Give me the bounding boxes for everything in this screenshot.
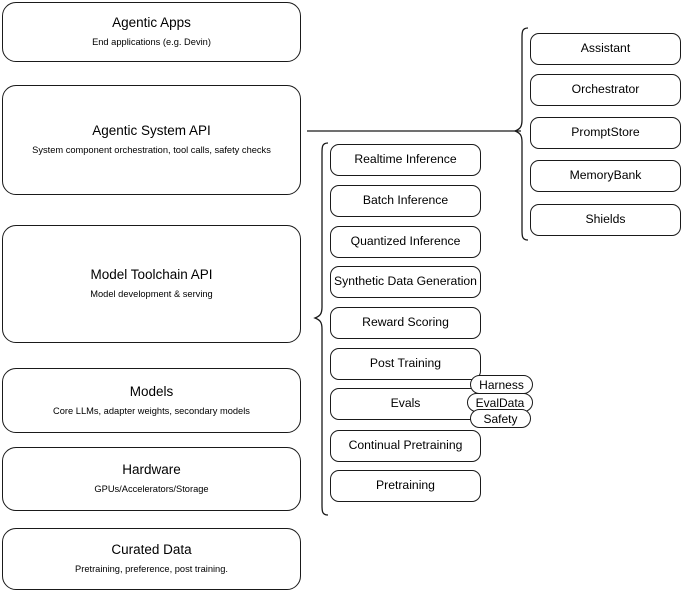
layer-subtitle: GPUs/Accelerators/Storage (94, 484, 209, 495)
agentic-system-item-label: Orchestrator (571, 82, 640, 97)
agentic-system-item-label: PromptStore (571, 125, 640, 140)
evals-subitem-label: Safety (483, 411, 518, 426)
layer-title: Curated Data (111, 542, 192, 558)
agentic-system-item-label: Shields (585, 212, 626, 227)
toolchain-item-continual-pretraining[interactable]: Continual Pretraining (330, 430, 481, 462)
agentic-system-item-memorybank[interactable]: MemoryBank (530, 160, 681, 192)
layer-title: Model Toolchain API (90, 267, 213, 283)
toolchain-item-batch-inference[interactable]: Batch Inference (330, 185, 481, 217)
layer-title: Agentic System API (92, 123, 211, 139)
toolchain-item-quantized-inference[interactable]: Quantized Inference (330, 226, 481, 258)
layer-subtitle: Core LLMs, adapter weights, secondary mo… (53, 405, 250, 416)
agentic-system-item-assistant[interactable]: Assistant (530, 33, 681, 65)
toolchain-item-label: Continual Pretraining (348, 438, 463, 453)
evals-subitem-label: Harness (479, 377, 524, 392)
layer-subtitle: System component orchestration, tool cal… (32, 145, 271, 156)
agentic-system-item-orchestrator[interactable]: Orchestrator (530, 74, 681, 106)
toolchain-item-label: Post Training (369, 356, 442, 371)
toolchain-item-label: Pretraining (376, 478, 435, 493)
layer-title: Models (129, 383, 174, 399)
toolchain-item-reward-scoring[interactable]: Reward Scoring (330, 307, 481, 339)
layer-box-models[interactable]: Models Core LLMs, adapter weights, secon… (2, 368, 301, 433)
agentic-system-item-label: MemoryBank (569, 168, 642, 183)
toolchain-item-post-training[interactable]: Post Training (330, 348, 481, 380)
toolchain-item-synthetic-data-generation[interactable]: Synthetic Data Generation (330, 266, 481, 298)
layer-box-curated-data[interactable]: Curated Data Pretraining, preference, po… (2, 528, 301, 590)
layer-title: Agentic Apps (112, 15, 191, 31)
toolchain-item-evals[interactable]: Evals (330, 388, 481, 420)
layer-subtitle: Model development & serving (90, 289, 213, 300)
layer-box-agentic-system-api[interactable]: Agentic System API System component orch… (2, 85, 301, 195)
toolchain-item-pretraining[interactable]: Pretraining (330, 470, 481, 502)
toolchain-item-label: Reward Scoring (362, 315, 449, 330)
brace-model-toolchain-capabilities (313, 142, 329, 516)
layer-box-model-toolchain-api[interactable]: Model Toolchain API Model development & … (2, 225, 301, 343)
layer-box-agentic-apps[interactable]: Agentic Apps End applications (e.g. Devi… (2, 2, 301, 62)
agentic-system-item-shields[interactable]: Shields (530, 204, 681, 236)
layer-subtitle: Pretraining, preference, post training. (75, 564, 228, 575)
toolchain-item-label: Realtime Inference (354, 152, 457, 167)
evals-subitem-harness[interactable]: Harness (470, 375, 533, 394)
evals-subitem-safety[interactable]: Safety (470, 409, 531, 428)
layer-title: Hardware (122, 462, 181, 478)
brace-agentic-system-components (513, 27, 529, 241)
toolchain-item-label: Quantized Inference (350, 234, 461, 249)
toolchain-item-label: Synthetic Data Generation (334, 274, 477, 289)
evals-subitem-label: EvalData (475, 395, 525, 410)
layer-subtitle: End applications (e.g. Devin) (92, 37, 211, 48)
layer-box-hardware[interactable]: Hardware GPUs/Accelerators/Storage (2, 447, 301, 511)
toolchain-item-label: Evals (390, 396, 421, 411)
agentic-system-item-label: Assistant (580, 41, 631, 56)
toolchain-item-realtime-inference[interactable]: Realtime Inference (330, 144, 481, 176)
toolchain-item-label: Batch Inference (362, 193, 449, 208)
agentic-system-item-promptstore[interactable]: PromptStore (530, 117, 681, 149)
